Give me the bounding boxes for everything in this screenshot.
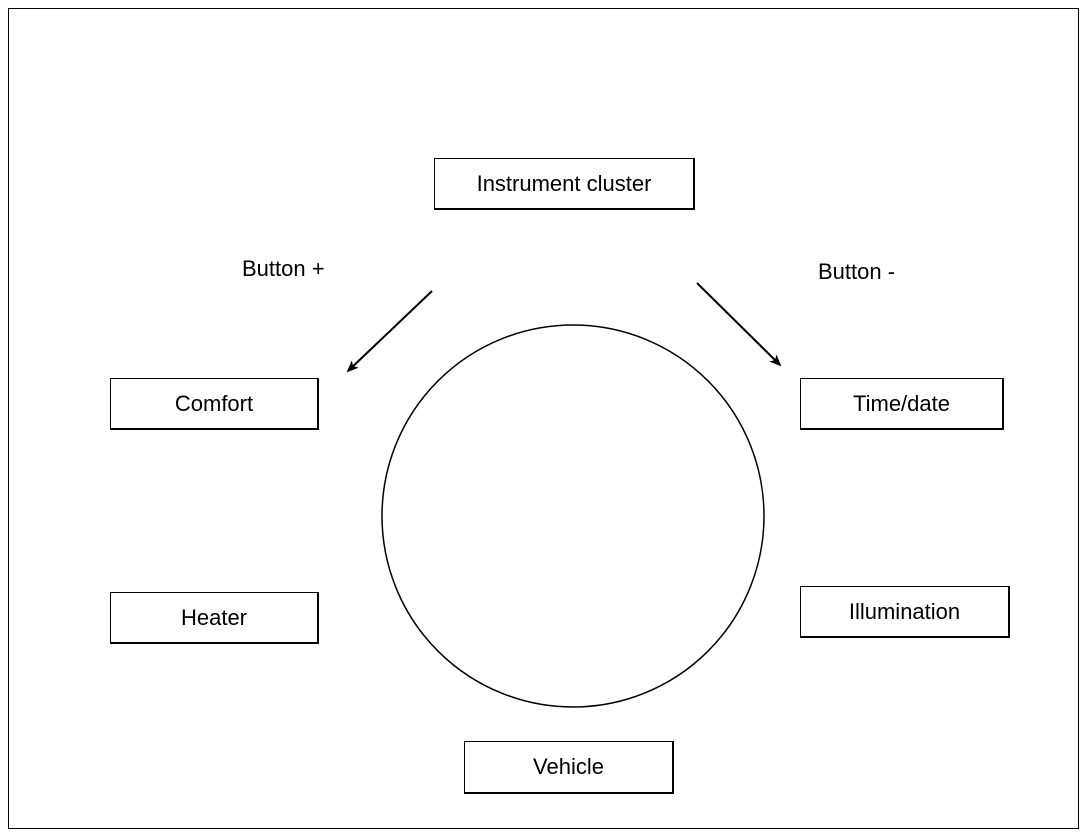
node-instrument-cluster: Instrument cluster	[434, 158, 695, 210]
button-minus-label: Button -	[818, 259, 896, 284]
node-heater-label: Heater	[180, 604, 248, 630]
node-instrument-cluster-label: Instrument cluster	[476, 170, 652, 196]
button-minus-arrow	[696, 282, 782, 367]
node-comfort-label: Comfort	[174, 390, 254, 416]
node-heater: Heater	[110, 592, 319, 644]
node-illumination: Illumination	[800, 586, 1010, 638]
node-time-date: Time/date	[800, 378, 1004, 430]
diagram-frame	[8, 8, 1079, 829]
node-comfort: Comfort	[110, 378, 319, 430]
node-vehicle: Vehicle	[464, 741, 674, 794]
button-plus-label: Button +	[242, 256, 325, 281]
node-illumination-label: Illumination	[848, 598, 961, 624]
button-plus-arrow	[346, 290, 433, 373]
menu-cycle-circle	[381, 324, 765, 708]
node-time-date-label: Time/date	[852, 390, 950, 416]
node-vehicle-label: Vehicle	[533, 754, 604, 779]
